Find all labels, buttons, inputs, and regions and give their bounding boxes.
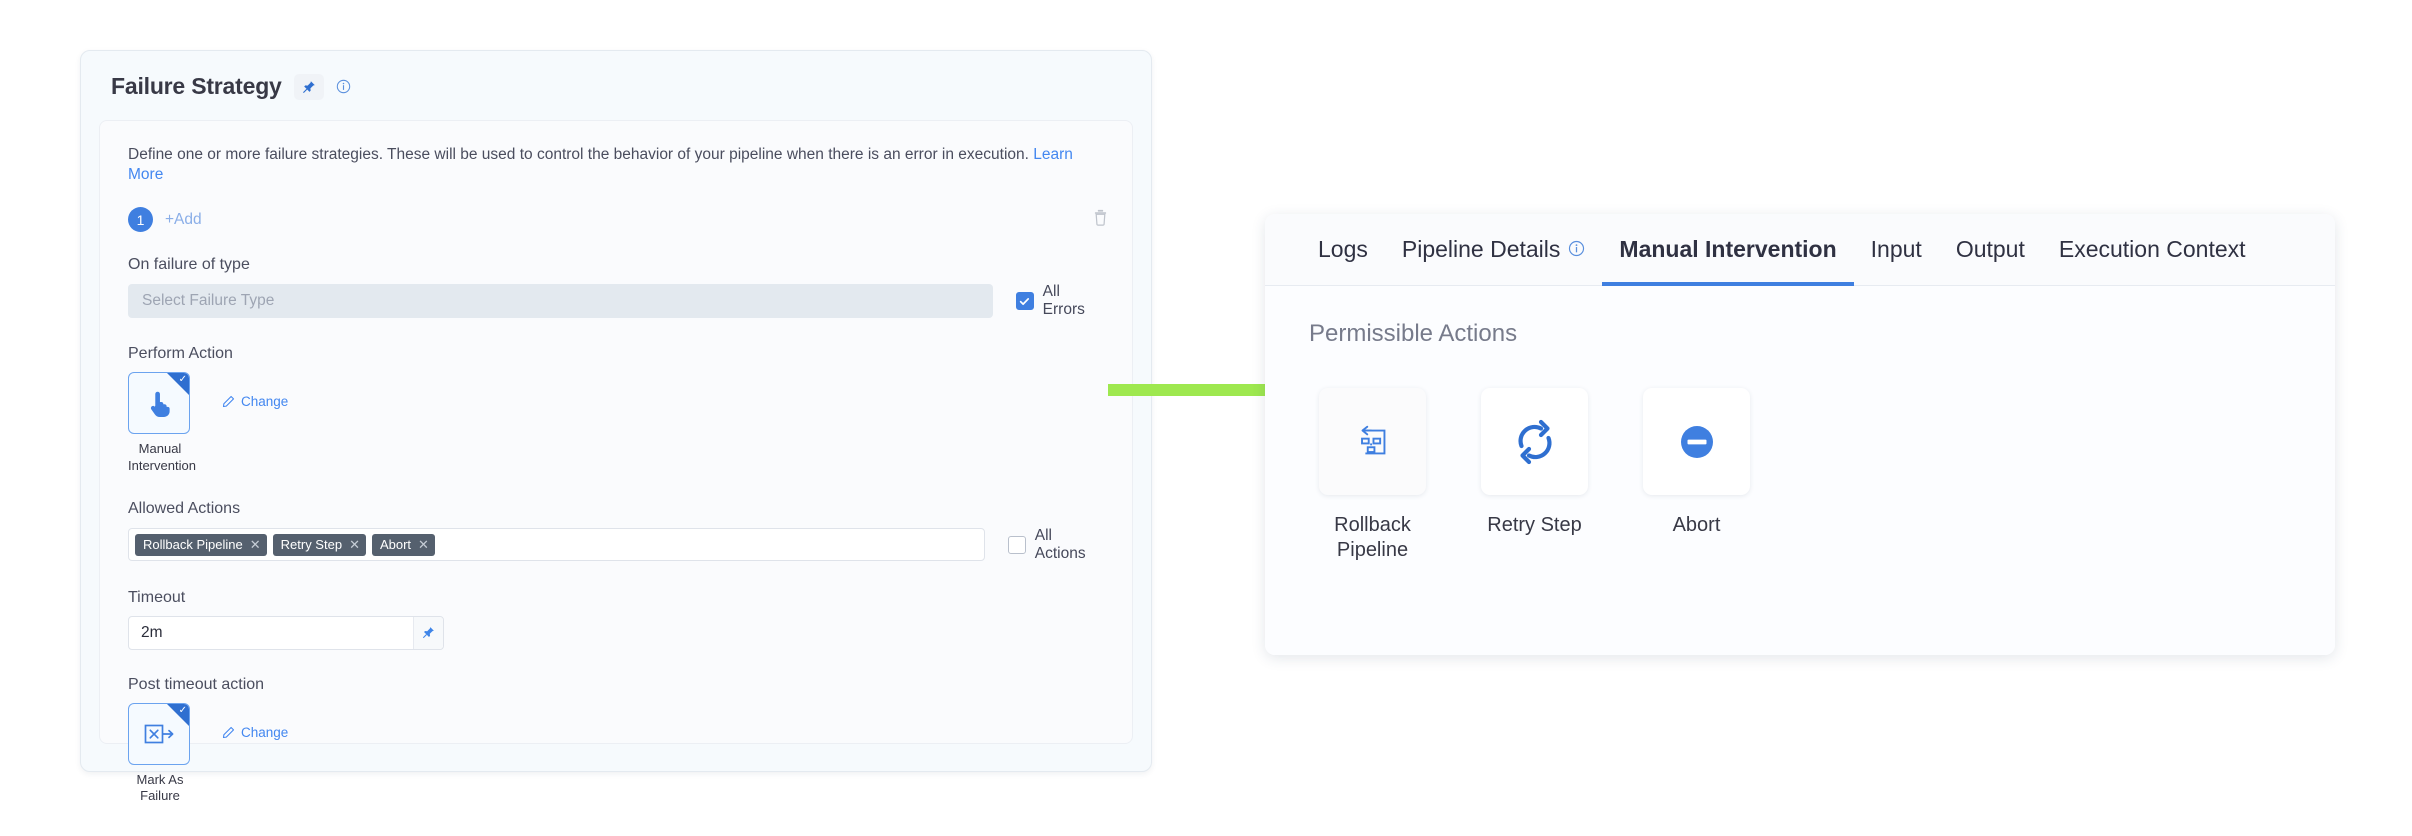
pin-glyph [302,80,315,93]
timeout-label: Timeout [128,588,186,606]
selected-corner [167,703,189,726]
page-title: Failure Strategy [111,73,282,99]
info-icon[interactable] [1568,236,1585,263]
tab-manual-intervention[interactable]: Manual Intervention [1602,214,1854,286]
selected-corner [167,373,189,396]
chip-retry-step[interactable]: Retry Step ✕ [272,533,366,556]
tab-label: Logs [1318,236,1368,262]
pin-icon[interactable] [293,73,324,100]
timeout-field[interactable] [128,615,444,650]
allowed-actions-section: Allowed Actions Rollback Pipeline ✕ Retr… [128,500,1104,563]
manual-intervention-caption: Manual Intervention [128,441,196,473]
execution-details-panel: Logs Pipeline Details Manual Interventio… [1265,214,2335,655]
allowed-actions-label: Allowed Actions [128,499,241,517]
failure-type-placeholder: Select Failure Type [142,292,275,310]
retry-step-button[interactable] [1481,388,1588,495]
tab-label: Input [1870,236,1922,262]
close-icon[interactable]: ✕ [249,537,261,553]
change-label: Change [241,724,289,740]
mark-as-failure-icon [144,724,174,744]
allowed-actions-row: Rollback Pipeline ✕ Retry Step ✕ Abort ✕… [128,527,1104,563]
on-failure-label: On failure of type [128,256,250,274]
perform-action-section: Perform Action ✓ Manual Intervention [128,345,1104,474]
tab-label: Execution Context [2058,236,2246,262]
action-item-rollback-pipeline: Rollback Pipeline [1319,388,1426,563]
tab-label: Manual Intervention [1619,236,1837,262]
selected-check-icon: ✓ [178,374,187,386]
action-label: Retry Step [1487,514,1582,536]
all-errors-checkbox[interactable]: All Errors [1016,283,1104,319]
on-failure-section: On failure of type Select Failure Type A… [128,256,1104,319]
abort-icon [1680,425,1713,458]
abort-button[interactable] [1643,388,1750,495]
mark-as-failure-card[interactable]: ✓ [128,702,190,765]
all-actions-checkbox[interactable]: All Actions [1008,527,1104,563]
panel-header: Failure Strategy [81,51,1151,114]
learn-more-link[interactable]: Learn More [128,146,1073,184]
post-timeout-card-col: ✓ Mark As Failure [128,702,192,805]
rollback-pipeline-button[interactable] [1319,388,1426,495]
perform-action-label: Perform Action [128,345,233,363]
action-label: Rollback Pipeline [1334,514,1411,561]
close-icon[interactable]: ✕ [349,537,360,553]
chip-label: Retry Step [280,537,343,553]
tab-pipeline-details[interactable]: Pipeline Details [1385,214,1603,286]
panel-body: Define one or more failure strategies. T… [99,120,1133,803]
timeout-pin-icon[interactable] [413,616,443,649]
perform-action-card-col: ✓ Manual Intervention [128,372,196,474]
all-actions-label: All Actions [1034,526,1086,562]
checkbox-box-unchecked[interactable] [1008,535,1026,554]
manual-intervention-card[interactable]: ✓ [128,372,190,435]
pencil-icon [222,396,235,408]
tab-label: Output [1955,236,2025,262]
manual-intervention-content: Permissible Actions Rollback Pipeline [1265,286,2335,655]
tab-logs[interactable]: Logs [1301,214,1385,286]
change-post-timeout-button[interactable]: Change [222,725,288,740]
action-item-retry-step: Retry Step [1481,388,1588,563]
check-icon [1020,297,1030,305]
timeout-section: Timeout [128,589,1104,650]
strategy-index-badge[interactable]: 1 [128,207,153,233]
panel-description: Define one or more failure strategies. T… [128,145,1104,185]
mark-as-failure-caption: Mark As Failure [136,771,184,804]
tab-input[interactable]: Input [1854,214,1939,286]
description-text: Define one or more failure strategies. T… [128,146,1029,163]
action-label: Abort [1672,514,1721,536]
info-icon[interactable] [336,79,351,94]
chip-abort[interactable]: Abort ✕ [371,533,435,556]
change-perform-action-button[interactable]: Change [222,394,288,409]
rollback-pipeline-icon [1360,425,1385,454]
tab-label: Pipeline Details [1401,236,1561,262]
allowed-actions-input[interactable]: Rollback Pipeline ✕ Retry Step ✕ Abort ✕ [128,528,986,562]
failure-strategy-panel: Failure Strategy Define one or more fail… [80,50,1152,803]
timeout-input[interactable] [129,616,413,649]
retry-step-icon [1517,419,1552,464]
add-strategy-button[interactable]: +Add [165,210,202,228]
failure-type-select[interactable]: Select Failure Type [128,284,994,319]
manual-intervention-hand-icon [150,392,170,418]
permissible-actions-grid: Rollback Pipeline Retry Step [1309,388,2291,563]
chip-label: Rollback Pipeline [143,537,243,553]
action-item-abort: Abort [1643,388,1750,563]
tab-bar: Logs Pipeline Details Manual Interventio… [1265,214,2335,286]
on-failure-row: Select Failure Type All Errors [128,283,1104,319]
close-icon[interactable]: ✕ [418,537,429,553]
post-timeout-label: Post timeout action [128,675,265,693]
permissible-actions-title: Permissible Actions [1309,320,1518,347]
tab-output[interactable]: Output [1939,214,2042,286]
strategy-add-row: 1 +Add [128,207,1107,233]
post-timeout-section: Post timeout action ✓ Mark As Failure [128,676,1104,805]
chip-label: Abort [379,537,412,553]
pencil-icon [222,726,235,738]
tab-execution-context[interactable]: Execution Context [2042,214,2263,286]
all-errors-label: All Errors [1042,283,1085,319]
chip-rollback-pipeline[interactable]: Rollback Pipeline ✕ [135,533,267,556]
trash-icon[interactable] [1093,209,1108,231]
post-timeout-card-wrap: ✓ Mark As Failure Change [128,702,1104,805]
checkbox-box-checked[interactable] [1016,292,1034,311]
perform-action-card-wrap: ✓ Manual Intervention Change [128,372,1104,474]
selected-check-icon: ✓ [178,704,187,716]
change-label: Change [241,394,289,410]
